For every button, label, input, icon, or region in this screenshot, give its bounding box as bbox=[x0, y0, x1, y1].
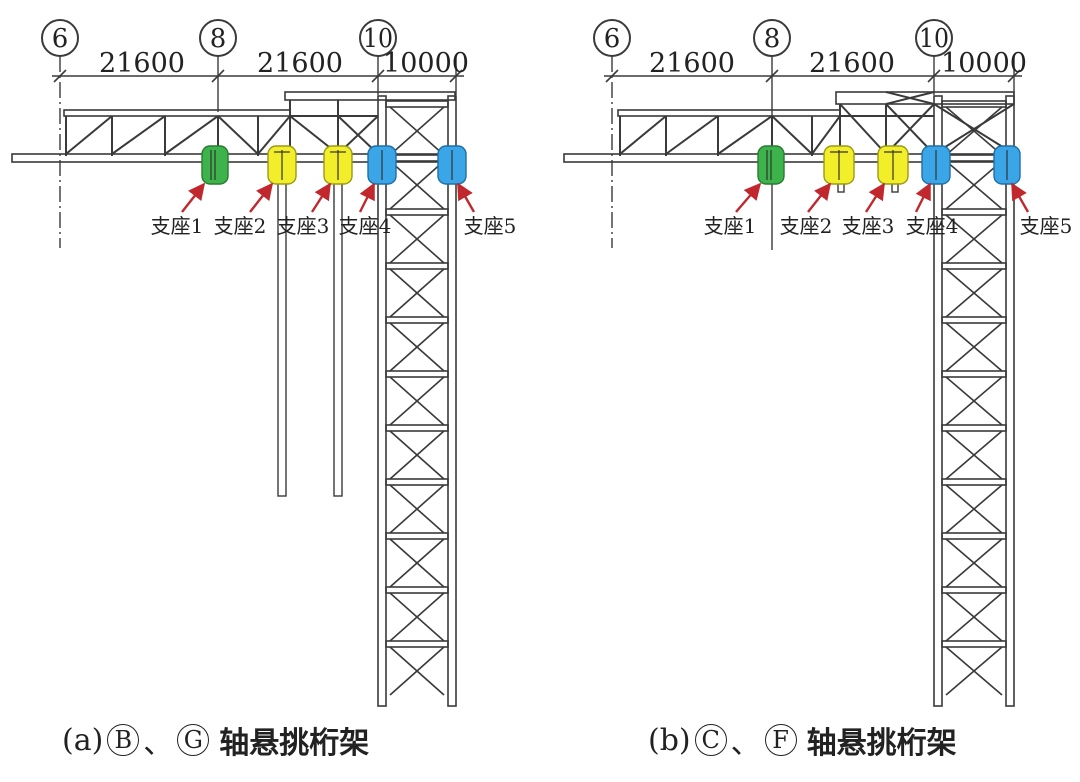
support-label-2-a: 支座2 bbox=[214, 214, 267, 238]
dim-label-3-a: 10000 bbox=[383, 48, 469, 79]
support-label-2-b: 支座2 bbox=[780, 214, 833, 238]
tower-bracing-b bbox=[941, 100, 1007, 696]
dim-label-3-b: 10000 bbox=[941, 48, 1027, 79]
support-label-5-b: 支座5 bbox=[1020, 214, 1073, 238]
caption-prefix-a: (a) bbox=[62, 722, 104, 758]
caption-sep-a: 、 bbox=[143, 726, 174, 761]
caption-title-b: 轴悬挑桁架 bbox=[806, 726, 957, 761]
caption-axis1-a: B bbox=[107, 724, 140, 756]
support-arrows-a bbox=[181, 182, 476, 213]
panel-b bbox=[563, 19, 1022, 707]
tower-bracing-a bbox=[385, 100, 449, 696]
support-label-1-b: 支座1 bbox=[704, 214, 757, 238]
dim-label-2-a: 21600 bbox=[257, 48, 343, 79]
caption-title-a: 轴悬挑桁架 bbox=[219, 726, 370, 761]
caption-axis2-b: F bbox=[764, 724, 797, 756]
dim-label-2-b: 21600 bbox=[809, 48, 895, 79]
support-label-1-a: 支座1 bbox=[151, 214, 204, 238]
caption-axis2-a: G bbox=[177, 724, 210, 756]
caption-a: (a) B 、 G 轴悬挑桁架 bbox=[62, 718, 369, 762]
axis-label-8-b: 8 bbox=[764, 24, 781, 54]
support-label-4-b: 支座4 bbox=[906, 214, 959, 238]
caption-prefix-b: (b) bbox=[648, 722, 691, 758]
supports-a bbox=[201, 145, 467, 185]
panel-a bbox=[11, 19, 464, 707]
caption-sep-b: 、 bbox=[730, 726, 761, 761]
axis-label-10-a: 10 bbox=[363, 24, 393, 54]
axis-label-6-b: 6 bbox=[604, 24, 621, 54]
axis-label-8-a: 8 bbox=[210, 24, 227, 54]
support-label-3-b: 支座3 bbox=[842, 214, 895, 238]
supports-b bbox=[757, 145, 1021, 185]
axis-label-10-b: 10 bbox=[919, 24, 949, 54]
support-label-4-a: 支座4 bbox=[339, 214, 392, 238]
caption-b: (b) C 、 F 轴悬挑桁架 bbox=[648, 718, 957, 762]
support-label-3-a: 支座3 bbox=[277, 214, 330, 238]
axis-label-6-a: 6 bbox=[52, 24, 69, 54]
support-label-5-a: 支座5 bbox=[464, 214, 517, 238]
support-arrows-b bbox=[735, 182, 1030, 213]
dim-label-1-a: 21600 bbox=[99, 48, 185, 79]
caption-axis1-b: C bbox=[694, 724, 727, 756]
dim-label-1-b: 21600 bbox=[649, 48, 735, 79]
